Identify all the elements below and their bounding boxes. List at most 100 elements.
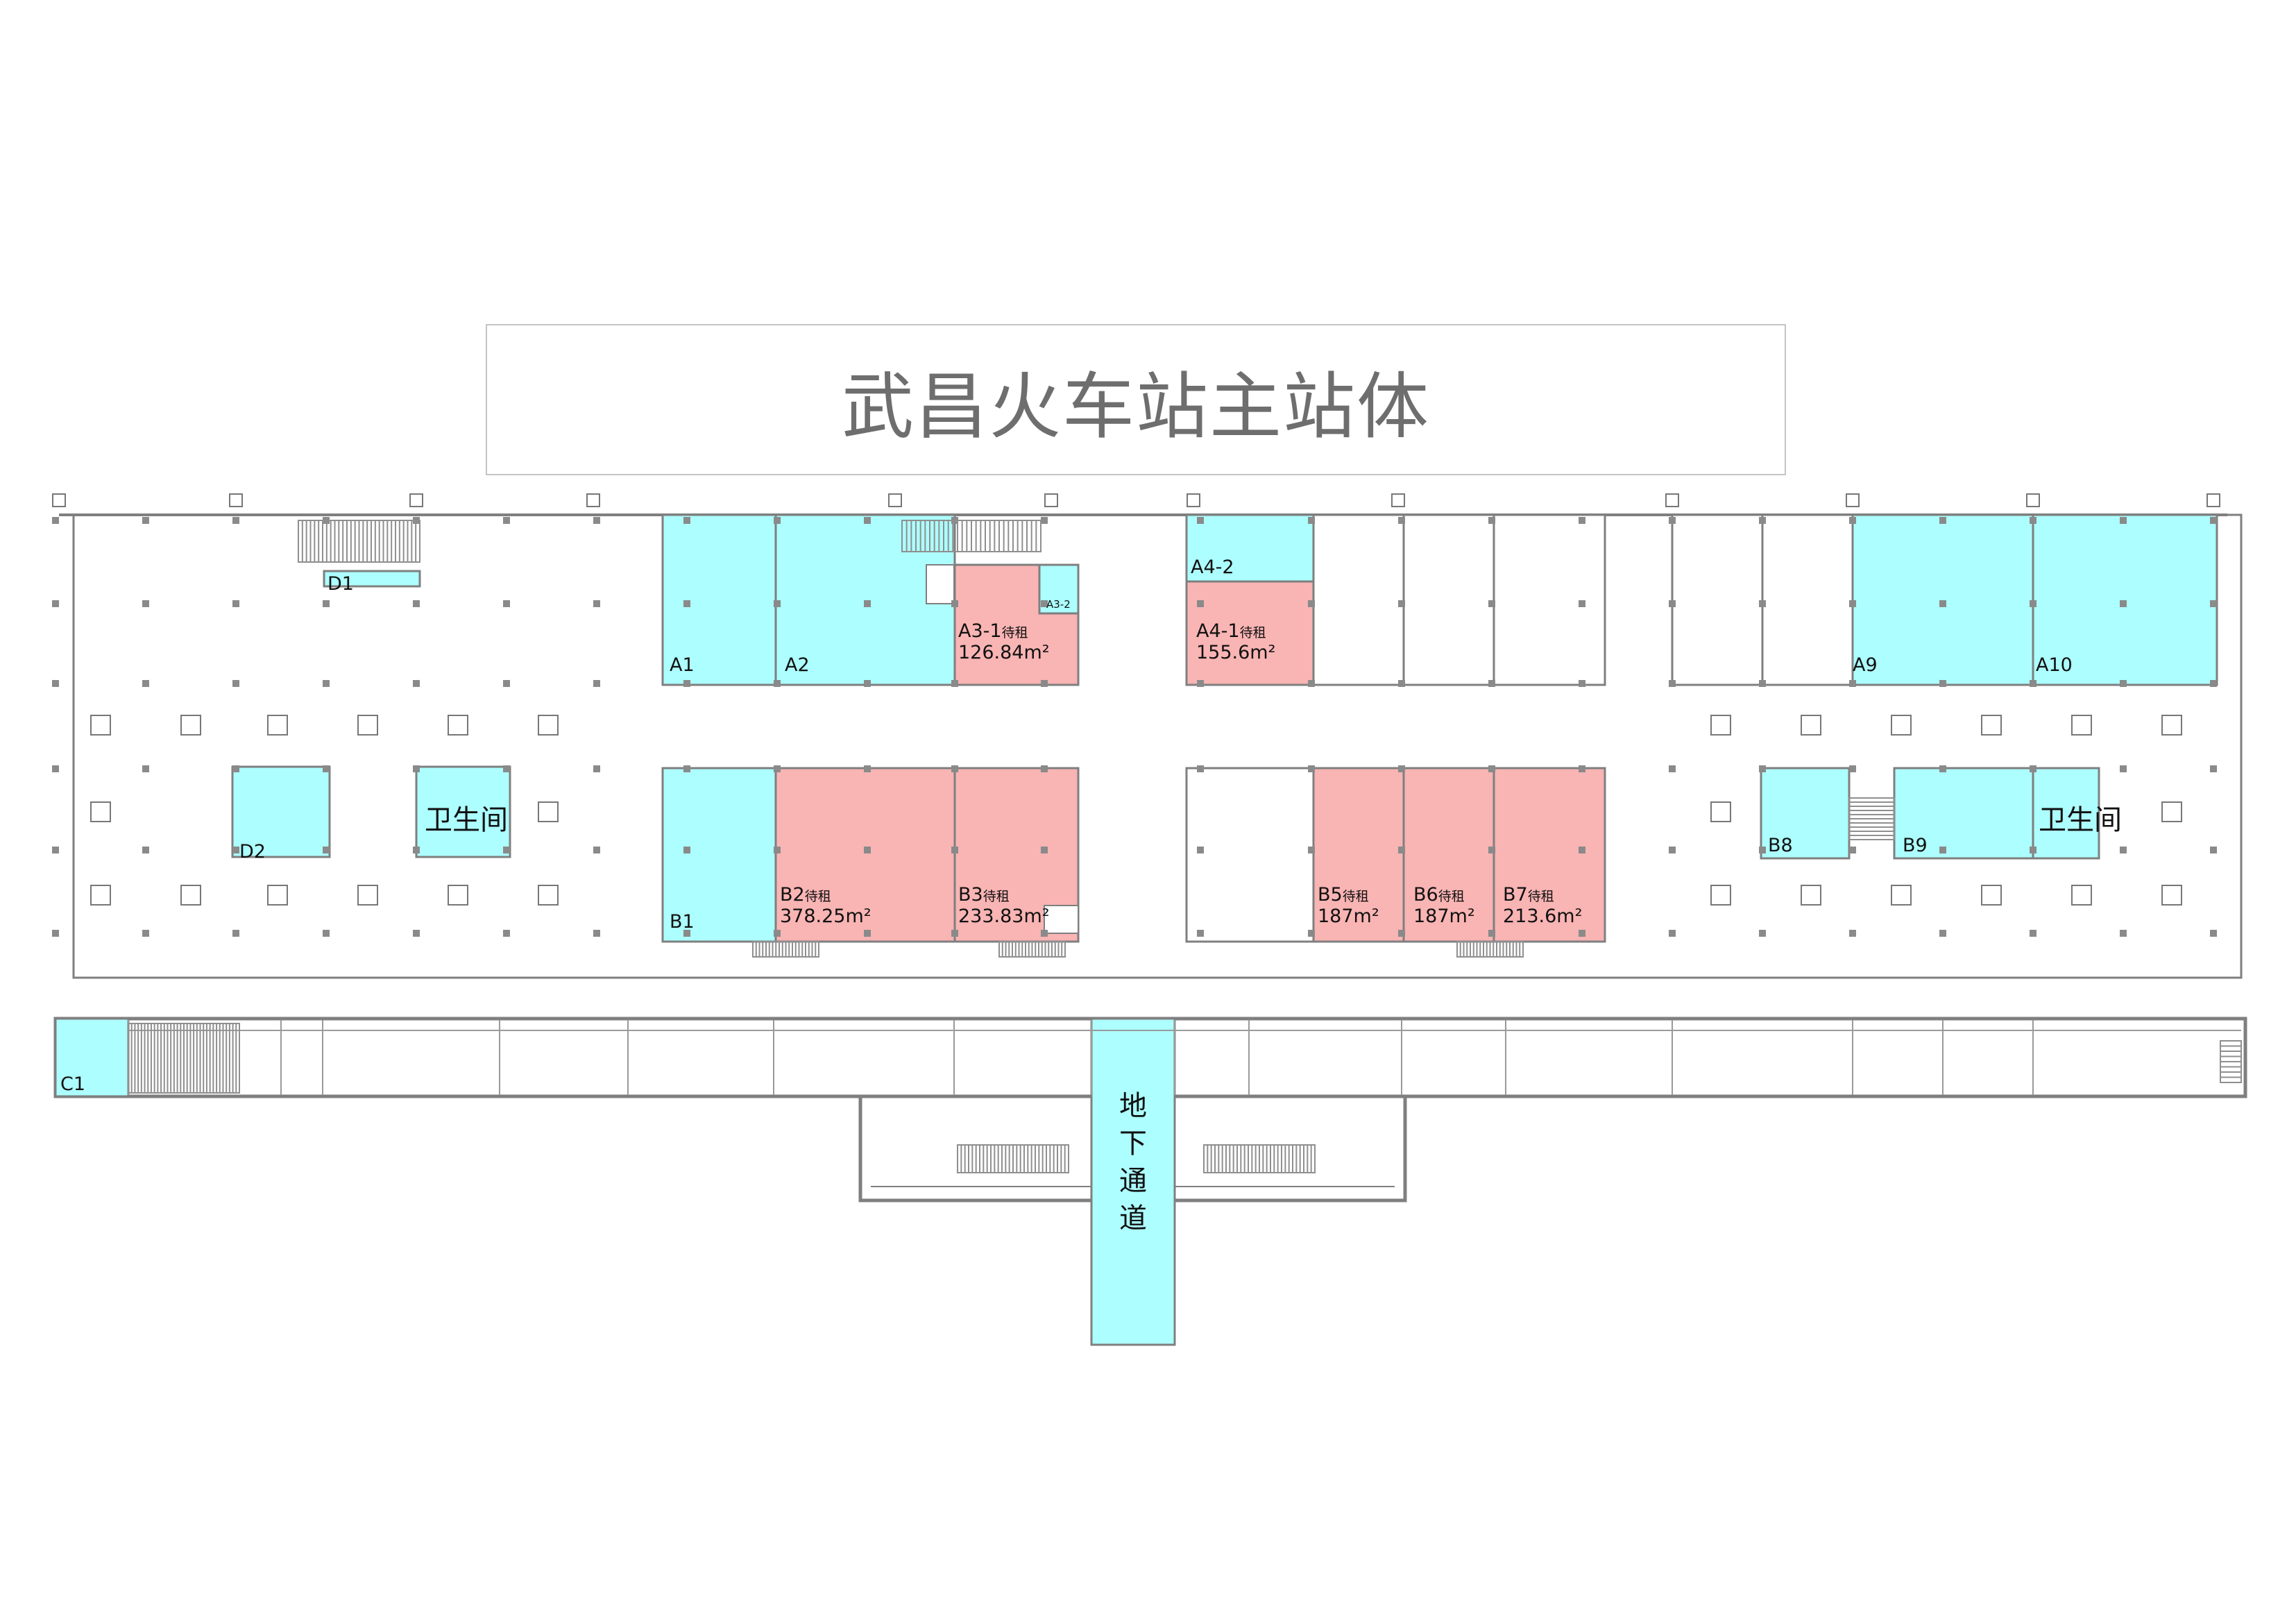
column [2030, 930, 2036, 937]
column [1308, 930, 1315, 937]
room-a9[interactable] [1851, 513, 2034, 686]
room-a8-1[interactable] [1671, 513, 1764, 686]
hall-pillar [90, 885, 111, 906]
unit-label-c1[interactable]: C1 [60, 1073, 86, 1095]
room-a6[interactable] [1402, 513, 1495, 686]
column [1197, 847, 1204, 853]
room-a1[interactable] [661, 513, 777, 686]
column [2120, 765, 2127, 772]
structural-columns [52, 493, 2220, 937]
room-d2[interactable] [231, 765, 331, 858]
column [1398, 680, 1405, 687]
column [1197, 765, 1204, 772]
column [864, 600, 871, 607]
room-b8[interactable] [1760, 767, 1851, 860]
unit-label-a9[interactable]: A9 [1853, 654, 1878, 676]
column [1488, 517, 1495, 524]
column [1041, 680, 1048, 687]
unit-label-d1[interactable]: D1 [328, 573, 354, 595]
column [1398, 930, 1405, 937]
column [1488, 680, 1495, 687]
room-b9-restroom[interactable] [2032, 767, 2100, 860]
column [683, 847, 690, 853]
column-hatch [2206, 493, 2220, 507]
room-b1[interactable] [661, 767, 777, 943]
unit-label-d2[interactable]: D2 [239, 841, 266, 863]
unit-label-a2[interactable]: A2 [785, 654, 810, 676]
room-b3[interactable] [953, 767, 1080, 943]
column-hatch [1846, 493, 1860, 507]
column [2210, 600, 2217, 607]
column-hatch [1665, 493, 1679, 507]
room-b5[interactable] [1312, 767, 1405, 943]
hall-pillar [2071, 885, 2092, 906]
unit-label-b9[interactable]: B9 [1903, 835, 1928, 856]
hall-pillar [267, 885, 288, 906]
column [864, 847, 871, 853]
column [2210, 680, 2217, 687]
column [323, 930, 330, 937]
room-a10[interactable] [2032, 513, 2218, 686]
column [323, 600, 330, 607]
column [52, 847, 59, 853]
hall-pillar [357, 715, 378, 736]
room-a4-2[interactable] [1185, 513, 1315, 583]
column [951, 765, 958, 772]
retail-blocks [54, 513, 2218, 1346]
column [593, 930, 600, 937]
column [2120, 517, 2127, 524]
room-c1[interactable] [54, 1017, 130, 1098]
column [683, 765, 690, 772]
room-underpass-corridor[interactable] [1090, 1017, 1176, 1346]
column [864, 930, 871, 937]
column [1849, 680, 1856, 687]
unit-area-a4-1: 155.6m² [1196, 642, 1276, 664]
room-restroom-west-room[interactable] [415, 765, 511, 858]
column-hatch [888, 493, 902, 507]
room-b4[interactable] [1185, 767, 1315, 943]
hall-pillar [1801, 715, 1821, 736]
room-d1[interactable] [323, 570, 421, 588]
room-a5[interactable] [1312, 513, 1405, 686]
column [323, 765, 330, 772]
unit-label-a10[interactable]: A10 [2036, 654, 2073, 676]
title-box: 武昌火车站主站体 [486, 324, 1786, 475]
room-b3-notch [1044, 905, 1079, 934]
room-a4-1[interactable] [1185, 580, 1315, 686]
column [1669, 930, 1676, 937]
room-a8-2[interactable] [1761, 513, 1854, 686]
unit-label-b1[interactable]: B1 [670, 911, 695, 933]
unit-area-b6: 187m² [1413, 906, 1475, 928]
unit-label-a1[interactable]: A1 [670, 654, 695, 676]
room-b7[interactable] [1493, 767, 1606, 943]
column [142, 600, 149, 607]
room-a7[interactable] [1493, 513, 1606, 686]
column [1041, 847, 1048, 853]
room-b9[interactable] [1893, 767, 2034, 860]
column [1398, 600, 1405, 607]
column [232, 930, 239, 937]
underpass-char-2: 下 [1119, 1128, 1147, 1159]
unit-label-b8[interactable]: B8 [1768, 835, 1793, 856]
column [1849, 930, 1856, 937]
column [683, 517, 690, 524]
column-hatch [1187, 493, 1200, 507]
hall-pillar [1891, 885, 1912, 906]
hall-pillar [1710, 715, 1731, 736]
column [323, 680, 330, 687]
unit-label-a3-2[interactable]: A3-2 [1046, 598, 1071, 611]
hall-pillar [538, 885, 559, 906]
room-b6[interactable] [1402, 767, 1495, 943]
column [1308, 680, 1315, 687]
column [1849, 847, 1856, 853]
hall-pillar [1981, 715, 2002, 736]
column [413, 680, 420, 687]
unit-label-a4-2[interactable]: A4-2 [1191, 556, 1234, 578]
